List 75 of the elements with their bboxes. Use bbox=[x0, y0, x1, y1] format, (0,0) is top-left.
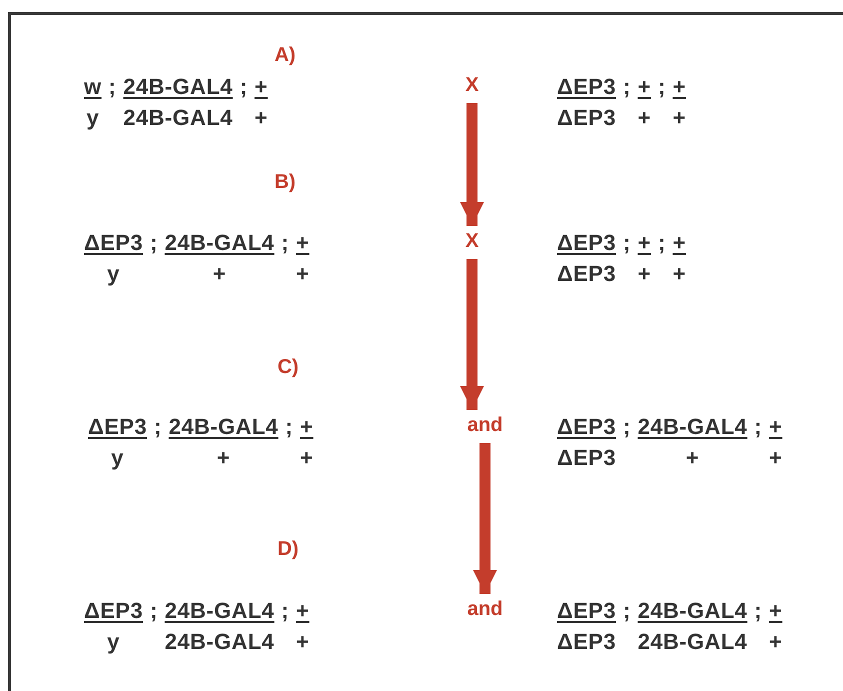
allele-symbol: + bbox=[296, 261, 310, 287]
step-label: B) bbox=[274, 171, 296, 194]
allele-symbol: ΔEP3 bbox=[557, 598, 616, 624]
allele-symbol: 24B-GAL4 bbox=[164, 629, 274, 655]
allele-symbol: + bbox=[638, 230, 651, 256]
allele-symbol: y bbox=[86, 105, 100, 131]
allele-symbol: ΔEP3 bbox=[557, 230, 616, 256]
separator: ; bbox=[753, 414, 764, 440]
allele-symbol: + bbox=[672, 261, 686, 287]
allele-symbol: 24B-GAL4 bbox=[638, 414, 748, 440]
allele-symbol: + bbox=[216, 445, 230, 471]
arrow bbox=[460, 259, 484, 410]
allele-symbol: + bbox=[769, 445, 782, 471]
arrow bbox=[473, 443, 497, 594]
allele-symbol: w bbox=[84, 74, 102, 100]
allele-symbol: + bbox=[769, 598, 782, 624]
operator-text: and bbox=[467, 414, 503, 437]
separator: ; bbox=[622, 74, 632, 100]
allele-symbol: 24B-GAL4 bbox=[638, 598, 748, 624]
separator: ; bbox=[280, 598, 290, 624]
allele-symbol: y bbox=[111, 445, 124, 471]
separator: ; bbox=[753, 598, 764, 624]
operator-text: X bbox=[465, 230, 479, 253]
allele-symbol: ΔEP3 bbox=[84, 230, 143, 256]
allele-symbol: + bbox=[296, 598, 310, 624]
allele-symbol: + bbox=[212, 261, 226, 287]
separator: ; bbox=[108, 74, 118, 100]
allele-symbol: y bbox=[107, 261, 120, 287]
step-label: C) bbox=[277, 356, 299, 379]
allele-symbol: + bbox=[254, 105, 268, 131]
separator: ; bbox=[238, 74, 249, 100]
allele-symbol: + bbox=[300, 445, 314, 471]
allele-symbol: 24B-GAL4 bbox=[164, 598, 274, 624]
allele-symbol: 24B-GAL4 bbox=[123, 74, 233, 100]
allele-symbol: + bbox=[769, 629, 782, 655]
separator: ; bbox=[656, 230, 667, 256]
separator: ; bbox=[622, 414, 632, 440]
allele-symbol: ΔEP3 bbox=[557, 629, 616, 655]
allele-symbol: + bbox=[672, 74, 686, 100]
separator: ; bbox=[149, 598, 159, 624]
allele-symbol: + bbox=[638, 261, 651, 287]
step-label: D) bbox=[277, 538, 299, 561]
allele-symbol: 24B-GAL4 bbox=[123, 105, 233, 131]
allele-symbol: 24B-GAL4 bbox=[168, 414, 278, 440]
allele-symbol: + bbox=[296, 629, 310, 655]
separator: ; bbox=[153, 414, 163, 440]
allele-symbol: + bbox=[638, 105, 651, 131]
allele-symbol: + bbox=[672, 230, 686, 256]
operator-text: X bbox=[465, 74, 479, 97]
allele-symbol: 24B-GAL4 bbox=[638, 629, 748, 655]
step-label: A) bbox=[274, 44, 296, 67]
allele-symbol: 24B-GAL4 bbox=[164, 230, 274, 256]
separator: ; bbox=[656, 74, 667, 100]
allele-symbol: y bbox=[107, 629, 120, 655]
allele-symbol: + bbox=[296, 230, 310, 256]
allele-symbol: + bbox=[769, 414, 782, 440]
allele-symbol: ΔEP3 bbox=[557, 414, 616, 440]
separator: ; bbox=[149, 230, 159, 256]
allele-symbol: + bbox=[686, 445, 700, 471]
allele-symbol: + bbox=[300, 414, 314, 440]
allele-symbol: ΔEP3 bbox=[84, 598, 143, 624]
allele-symbol: ΔEP3 bbox=[557, 445, 616, 471]
allele-symbol: + bbox=[672, 105, 686, 131]
separator: ; bbox=[284, 414, 294, 440]
allele-symbol: ΔEP3 bbox=[557, 74, 616, 100]
separator: ; bbox=[622, 230, 632, 256]
allele-symbol: + bbox=[638, 74, 651, 100]
separator: ; bbox=[280, 230, 290, 256]
allele-symbol: ΔEP3 bbox=[557, 105, 616, 131]
allele-symbol: + bbox=[254, 74, 268, 100]
allele-symbol: ΔEP3 bbox=[557, 261, 616, 287]
separator: ; bbox=[622, 598, 632, 624]
allele-symbol: ΔEP3 bbox=[88, 414, 147, 440]
operator-text: and bbox=[467, 598, 503, 621]
arrow bbox=[460, 103, 484, 226]
